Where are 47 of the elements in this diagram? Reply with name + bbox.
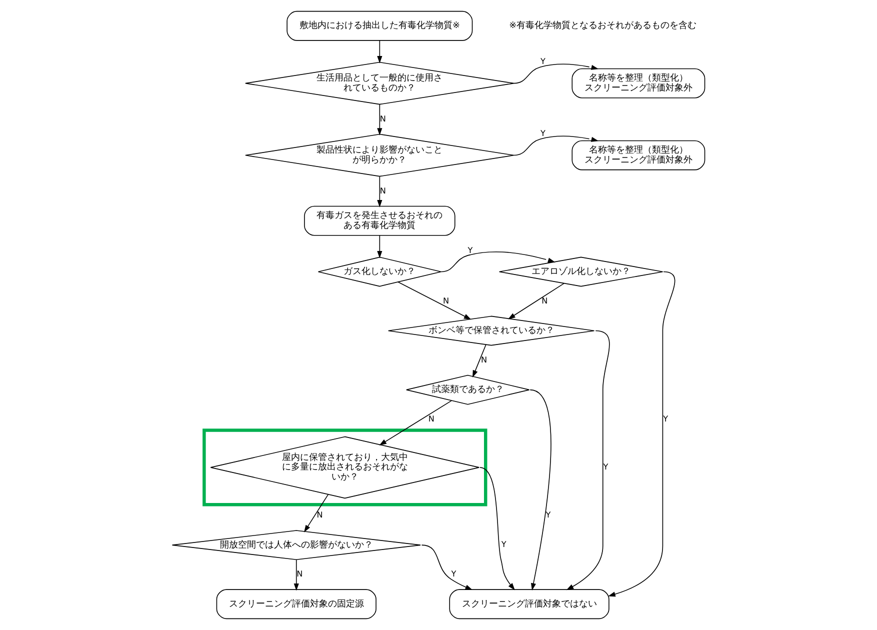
node-diamond: 製品性状により影響がないことが明らかか？ — [245, 134, 514, 177]
cluster — [202, 428, 488, 506]
node-diamond: 試薬類であるか？ — [406, 374, 530, 405]
arrow — [379, 400, 452, 446]
edge-label: N — [428, 413, 434, 424]
arrow — [294, 559, 299, 591]
edge-label: N — [380, 113, 386, 124]
edge-label: Y — [603, 461, 608, 472]
node-diamond: ガス化しないか？ — [318, 256, 442, 287]
arrow — [514, 136, 599, 156]
arrow — [472, 344, 486, 378]
arrow — [377, 176, 382, 208]
node-diamond: 開放空間では人体への影響がないか？ — [172, 530, 421, 560]
arrow — [480, 467, 515, 590]
node-diamond: 生活用品として一般的に使用されているものか？ — [245, 62, 514, 105]
node-box: スクリーニング評価対象ではない — [449, 589, 610, 620]
arrow — [566, 330, 610, 590]
arrow — [398, 282, 472, 320]
edge-label: N — [542, 295, 548, 306]
node-box: 有毒ガスを発生させるおそれのある有毒化学物質 — [304, 206, 456, 236]
arrow — [377, 104, 382, 136]
edge-label: N — [480, 354, 488, 364]
edge-label: Y — [663, 413, 668, 424]
arrow — [530, 389, 552, 590]
node-box: 名称等を整理（類型化） スクリーニング評価対象外 — [572, 140, 706, 170]
arrow — [377, 40, 382, 64]
node-box: スクリーニング評価対象の固定源 — [216, 589, 376, 620]
edge-label: N — [442, 295, 450, 306]
edge-label: N — [296, 568, 303, 579]
edge-label: Y — [540, 56, 546, 66]
arrow — [421, 544, 473, 590]
edge-label: N — [380, 185, 386, 196]
edge-label: N — [316, 510, 323, 520]
node-box: 敷地内における抽出した有毒化学物質※ — [286, 10, 473, 41]
node-diamond: 屋内に保管されており，大気中に多量に放出されるおそれがないか？ — [210, 436, 480, 499]
node-box: 名称等を整理（類型化） スクリーニング評価対象外 — [572, 68, 706, 98]
edge-label: Y — [546, 510, 551, 520]
arrow — [508, 282, 565, 320]
node-diamond: ボンベ等で保管されているか？ — [388, 316, 595, 346]
arrow — [440, 252, 556, 272]
edge-label: Y — [468, 245, 473, 256]
arrow — [514, 64, 599, 84]
edge-label: Y — [451, 568, 456, 579]
edge-label: Y — [501, 539, 506, 550]
arrow — [377, 235, 382, 258]
label: ※有毒化学物質となるおそれがあるものを含む — [509, 21, 697, 32]
edge-label: Y — [540, 128, 546, 138]
